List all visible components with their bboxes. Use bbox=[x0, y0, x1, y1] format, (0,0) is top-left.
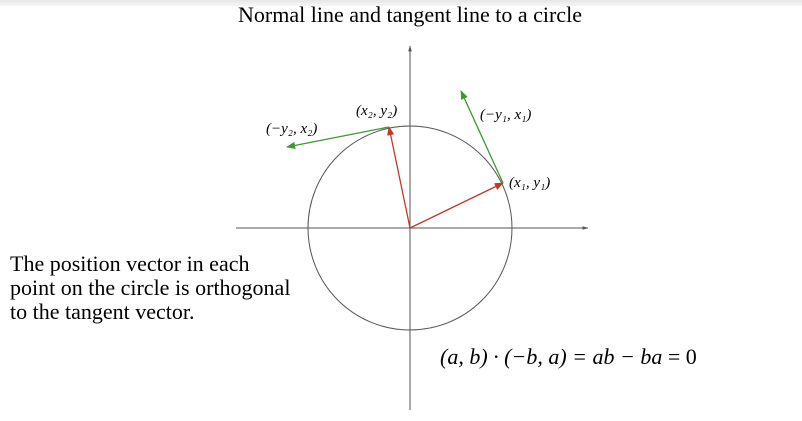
slide-title: Normal line and tangent line to a circle bbox=[238, 2, 582, 27]
dot-product-formula: (a, b) · (−b, a) = ab − ba = 0 bbox=[440, 344, 697, 370]
label-tangent-1: (−y₁, x₁) bbox=[480, 107, 531, 123]
caption-line: The position vector in each bbox=[10, 251, 250, 276]
unit-circle bbox=[307, 125, 513, 331]
caption-line: point on the circle is orthogonal bbox=[10, 275, 291, 300]
position-vector-2 bbox=[387, 126, 411, 229]
tangent-vector-1 bbox=[460, 90, 504, 184]
caption: The position vector in each point on the… bbox=[10, 252, 330, 324]
formula-rhs: = 0 bbox=[667, 344, 697, 369]
label-point-2: (x₂, y₂) bbox=[356, 103, 397, 119]
formula-lhs: (a, b) · (−b, a) bbox=[440, 344, 567, 369]
caption-line: to the tangent vector. bbox=[10, 299, 195, 324]
tangent-vector-2 bbox=[286, 126, 390, 149]
position-vector-1 bbox=[409, 182, 504, 229]
formula-mid: = ab − ba bbox=[572, 344, 663, 369]
label-tangent-2: (−y₂, x₂) bbox=[266, 121, 317, 137]
top-bar bbox=[0, 0, 802, 6]
label-point-1: (x₁, y₁) bbox=[509, 175, 550, 191]
